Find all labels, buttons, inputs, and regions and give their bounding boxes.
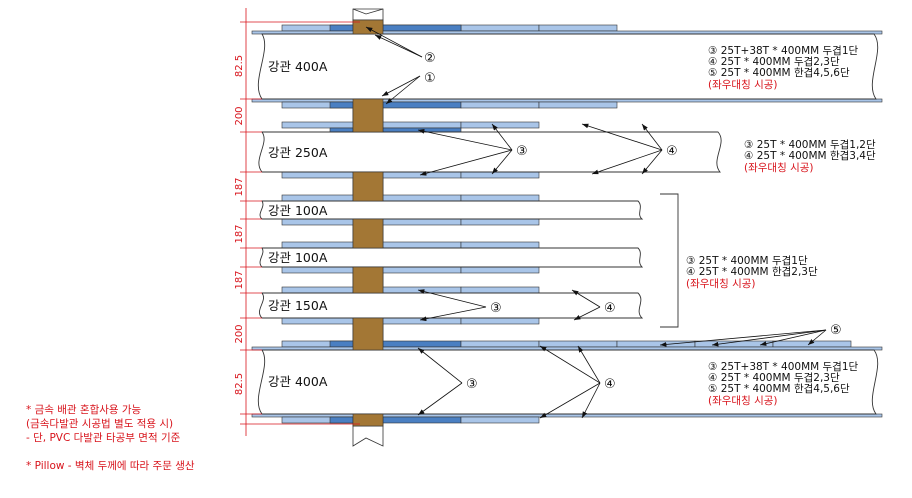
pipe-label-150a: 강관 150A [268,298,328,313]
svg-text:③ 25T * 400MM 두겹1단: ③ 25T * 400MM 두겹1단 [686,255,808,267]
spec-group-small-pipes: ③ 25T * 400MM 두겹1단 ④ 25T * 400MM 한겹2,3단 … [686,255,818,290]
pipe-label-100a-first: 강관 100A [268,203,328,218]
dim-200-bottom: 200 [234,324,245,343]
pipe-400a-bottom [257,349,879,415]
svg-text:④ 25T * 400MM 한겹3,4단: ④ 25T * 400MM 한겹3,4단 [744,150,876,162]
dim-200-top: 200 [234,106,245,125]
dimension-line [240,8,360,436]
dim-187-third: 187 [234,270,245,289]
pipe-400a-top [257,33,879,100]
callout-2: ② [424,51,436,66]
spec-group-400a-top: ③ 25T+38T * 400MM 두겹1단 ④ 25T * 400MM 두겹2… [708,45,859,91]
dim-187-second: 187 [234,224,245,243]
note-4: * Pillow - 벽체 두께에 따라 주문 생산 [26,460,195,472]
callout-3-row6: ③ [466,377,478,392]
svg-text:③ 25T * 400MM 두겹1,2단: ③ 25T * 400MM 두겹1,2단 [744,139,876,151]
pipe-label-400a-top: 강관 400A [268,59,328,74]
svg-text:⑤ 25T * 400MM 한겹4,5,6단: ⑤ 25T * 400MM 한겹4,5,6단 [708,383,850,395]
pipe-100a-first [259,200,644,220]
svg-text:③ 25T+38T * 400MM 두겹1단: ③ 25T+38T * 400MM 두겹1단 [708,45,859,57]
dim-82-5-bottom: 82.5 [234,373,245,395]
callout-4-row5: ④ [604,301,616,316]
note-2: (금속다발관 시공법 별도 적용 시) [26,418,174,430]
svg-text:④ 25T * 400MM 두겹2,3단: ④ 25T * 400MM 두겹2,3단 [708,56,840,68]
callout-5: ⑤ [830,323,842,338]
pipe-150a [259,292,644,319]
dim-82-5-top: 82.5 [234,55,245,77]
callout-4-row6: ④ [604,377,616,392]
callout-3-row5: ③ [490,301,502,316]
note-3: - 단, PVC 다발관 타공부 면적 기준 [26,432,181,444]
svg-text:④ 25T * 400MM 한겹2,3단: ④ 25T * 400MM 한겹2,3단 [686,266,818,278]
pipe-label-400a-bottom: 강관 400A [268,374,328,389]
pipe-label-100a-second: 강관 100A [268,250,328,265]
dim-187-first: 187 [234,177,245,196]
spec-group-250a: ③ 25T * 400MM 두겹1,2단 ④ 25T * 400MM 한겹3,4… [744,139,876,174]
svg-text:(좌우대칭 시공): (좌우대칭 시공) [708,79,778,91]
svg-text:③ 25T+38T * 400MM 두겹1단: ③ 25T+38T * 400MM 두겹1단 [708,361,859,373]
callout-4-row2: ④ [666,144,678,159]
svg-text:④ 25T * 400MM 두겹2,3단: ④ 25T * 400MM 두겹2,3단 [708,372,840,384]
note-1: * 금속 배관 혼합사용 가능 [26,404,142,416]
spec-group-400a-bottom: ③ 25T+38T * 400MM 두겹1단 ④ 25T * 400MM 두겹2… [708,361,859,407]
svg-text:(좌우대칭 시공): (좌우대칭 시공) [686,278,756,290]
callout-3-row2: ③ [516,144,528,159]
svg-text:⑤ 25T * 400MM 한겹4,5,6단: ⑤ 25T * 400MM 한겹4,5,6단 [708,67,850,79]
leader-lines [365,26,827,419]
pipe-label-250a: 강관 250A [268,145,328,160]
group-bracket [660,193,679,328]
svg-text:(좌우대칭 시공): (좌우대칭 시공) [708,395,778,407]
pipe-100a-second [259,247,644,268]
svg-text:(좌우대칭 시공): (좌우대칭 시공) [744,162,814,174]
callout-1: ① [424,71,436,86]
pipe-250a [258,131,722,173]
notes: * 금속 배관 혼합사용 가능 (금속다발관 시공법 별도 적용 시) - 단,… [26,403,195,473]
